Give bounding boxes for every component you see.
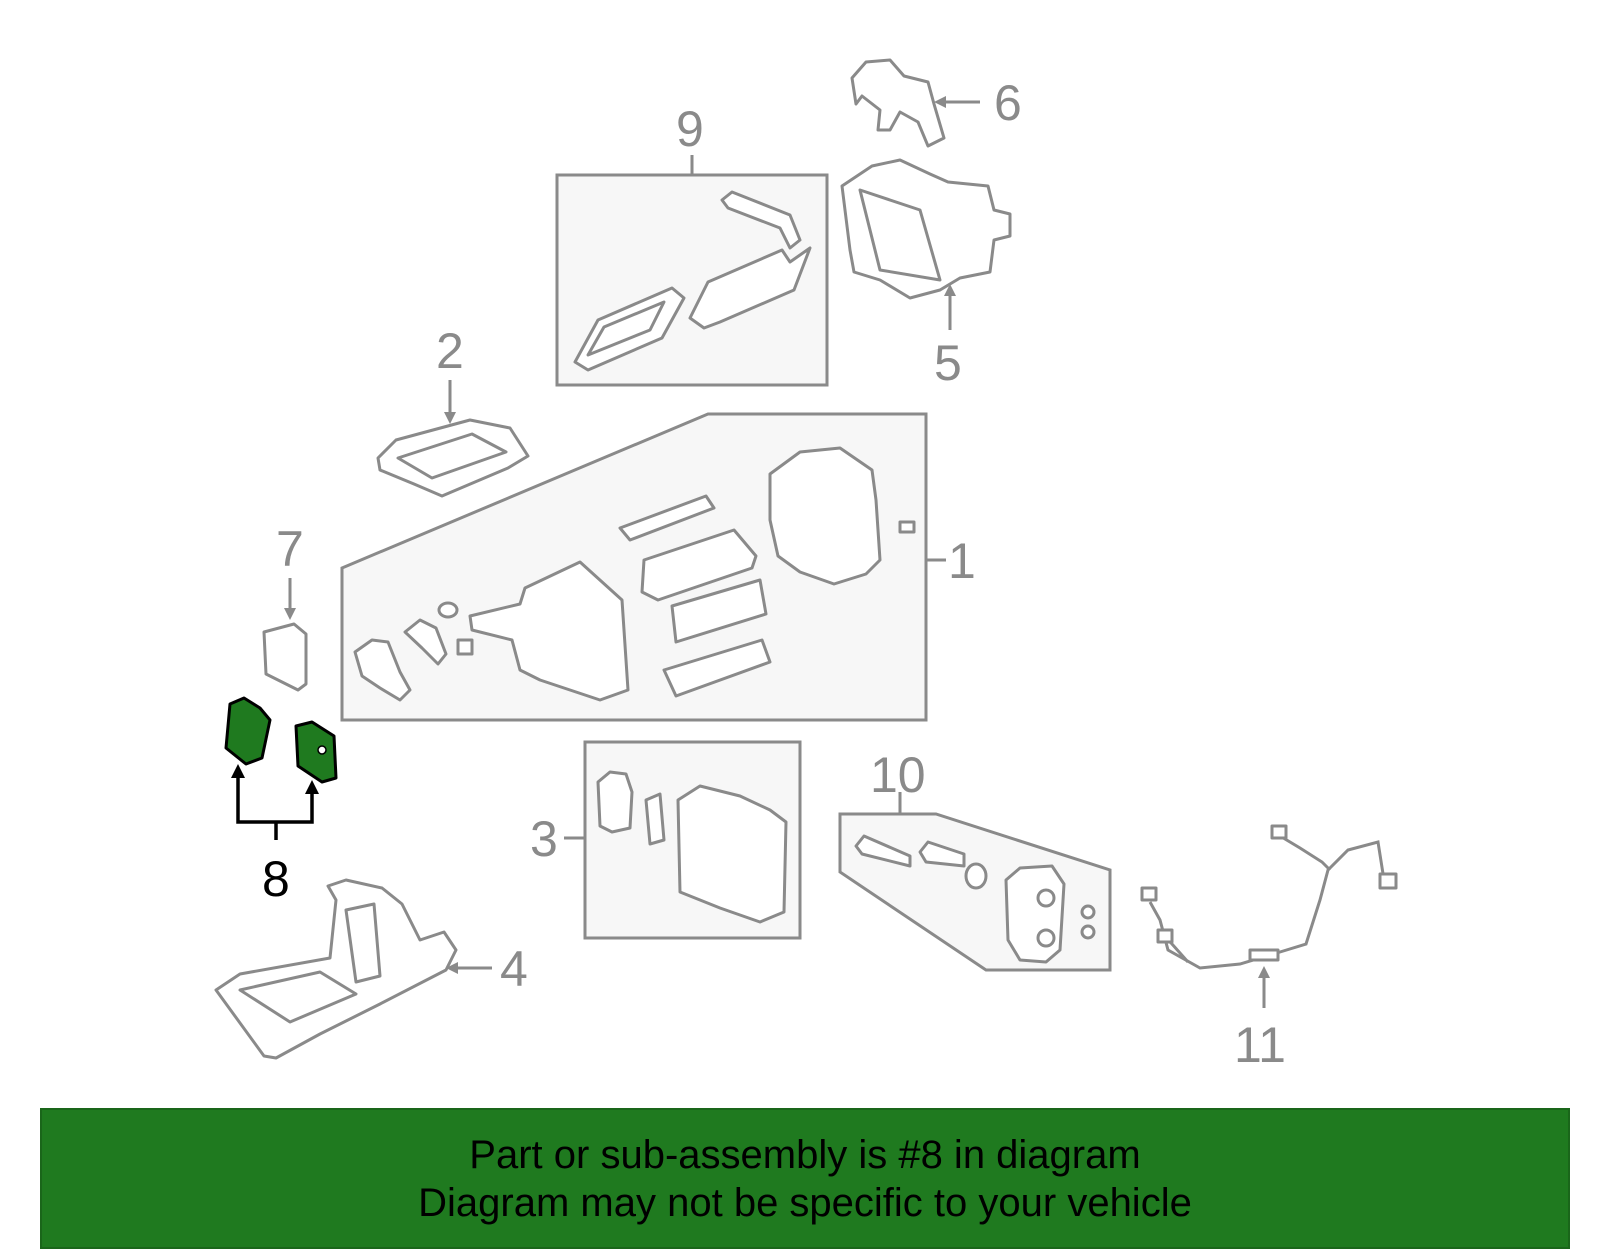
part-9-group[interactable]: 9 (555, 101, 829, 387)
arrow-8-left (231, 764, 245, 778)
part-5-group[interactable]: 5 (840, 158, 1012, 391)
part-8-group[interactable]: 8 (224, 696, 338, 907)
part-10-oring-a (1080, 904, 1096, 920)
part-10-port-b (1036, 928, 1056, 948)
part-11-connector-c (1270, 824, 1288, 840)
part-1-door-b (640, 528, 758, 602)
part-1-door-d (662, 638, 772, 698)
part-11-connector-a (1140, 886, 1158, 902)
part-1-group[interactable]: 1 (340, 412, 976, 722)
part-10-frame (838, 812, 1112, 972)
callout-2: 2 (436, 323, 464, 379)
part-2-group[interactable]: 2 (376, 323, 530, 498)
part-1-case (468, 560, 630, 702)
arrow-2 (444, 412, 456, 424)
part-11-connector-d (1378, 872, 1398, 890)
part-11-harness-branch-a (1279, 834, 1332, 872)
part-1-actuator (403, 618, 448, 666)
part-4-upright (344, 902, 382, 984)
part-10-bolt (854, 834, 912, 868)
part-3-group[interactable]: 3 (530, 740, 802, 940)
callout-11: 11 (1234, 1017, 1286, 1073)
part-7-shape (262, 622, 308, 692)
part-1-clip (456, 638, 474, 656)
part-1-door-c (670, 578, 768, 644)
part-3-seal (596, 770, 634, 834)
part-1-sensor (898, 520, 916, 534)
part-1-bracket (353, 638, 412, 702)
part-1-door-a (618, 494, 716, 542)
part-10-oring-b (1080, 924, 1096, 940)
part-10-port-a (1036, 888, 1056, 908)
part-8-connector-hole (317, 745, 327, 755)
callout-9: 9 (676, 101, 704, 157)
part-10-valve (1004, 864, 1066, 964)
part-2-inner (396, 432, 508, 480)
part-4-group[interactable]: 4 (214, 878, 528, 1060)
part-11-connector-b (1156, 928, 1174, 944)
callout-8: 8 (262, 851, 290, 907)
part-6-group[interactable]: 6 (850, 58, 1022, 148)
info-banner: Part or sub-assembly is #8 in diagram Di… (40, 1108, 1570, 1249)
callout-7: 7 (276, 521, 304, 577)
callout-10: 10 (870, 747, 926, 803)
part-11-clip (1248, 948, 1280, 962)
part-9-filter-inner (586, 300, 666, 357)
part-8-module-right (294, 720, 338, 784)
part-3-evaporator (676, 784, 788, 924)
part-6-shape (850, 58, 946, 148)
banner-line-part: Part or sub-assembly is #8 in diagram (469, 1132, 1141, 1177)
part-4-tray (214, 878, 458, 1060)
part-4-pocket (238, 970, 358, 1024)
part-11-group[interactable]: 11 (1140, 824, 1398, 1073)
part-8-module-left (224, 696, 272, 766)
banner-line-disclaimer: Diagram may not be specific to your vehi… (418, 1180, 1192, 1225)
part-7-group[interactable]: 7 (262, 521, 308, 692)
part-11-harness-main (1148, 840, 1386, 970)
part-9-pipe (720, 190, 802, 250)
part-9-core (688, 246, 812, 330)
callout-5: 5 (934, 335, 962, 391)
arrow-6 (934, 96, 946, 108)
callout-1: 1 (948, 533, 976, 589)
arrow-7 (284, 608, 296, 620)
arrow-11 (1258, 966, 1270, 978)
part-1-blower-case (768, 446, 882, 586)
callout-4: 4 (500, 941, 528, 997)
arrow-8-right (305, 780, 319, 794)
part-3-bracket (644, 792, 666, 846)
arrow-4 (446, 962, 458, 974)
arrow-5 (944, 284, 956, 296)
part-1-grommet (437, 601, 459, 619)
part-5-face (858, 188, 942, 282)
callout-6: 6 (994, 75, 1022, 131)
part-10-washer (964, 862, 988, 890)
callout-3: 3 (530, 811, 558, 867)
part-10-group[interactable]: 10 (838, 747, 1112, 972)
part-10-sleeve (918, 840, 966, 868)
leader-8-bracket (236, 770, 314, 824)
